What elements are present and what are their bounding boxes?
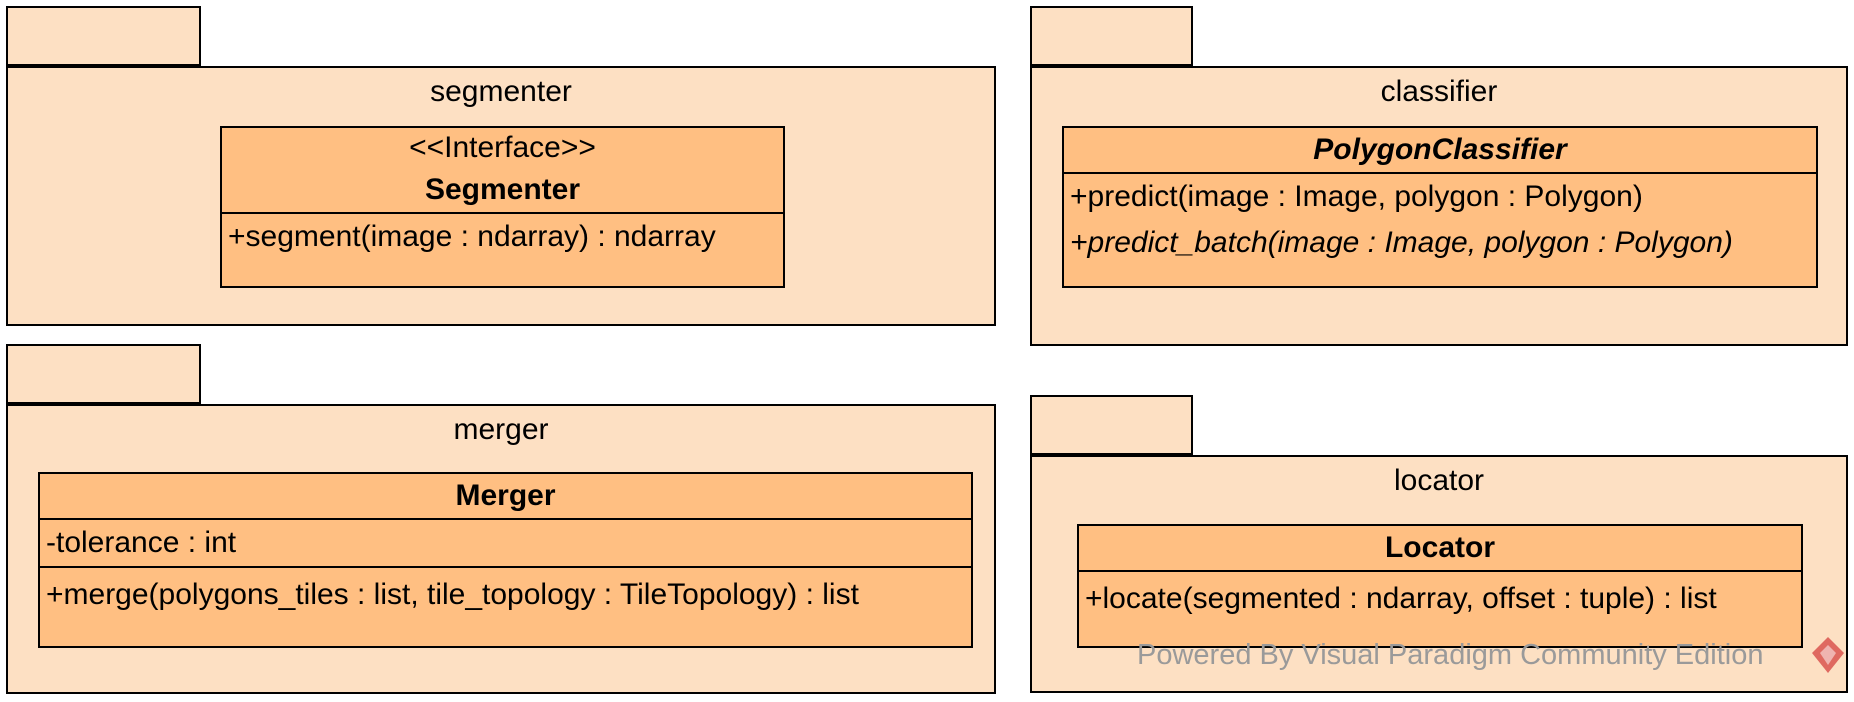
package-locator[interactable]: locator Locator +locate(segmented : ndar… [1030, 395, 1848, 693]
package-name: classifier [1380, 75, 1498, 108]
attribute-row: -tolerance : int [46, 526, 237, 559]
package-classifier[interactable]: classifier PolygonClassifier +predict(im… [1030, 6, 1848, 346]
attributes-compartment: -tolerance : int [40, 520, 971, 568]
class-segmenter[interactable]: <<Interface>> Segmenter +segment(image :… [220, 126, 785, 288]
operation-row: +segment(image : ndarray) : ndarray [228, 220, 716, 253]
operations-compartment: +locate(segmented : ndarray, offset : tu… [1079, 572, 1801, 626]
watermark-text: Powered By Visual Paradigm Community Edi… [1137, 639, 1764, 671]
class-stereotype: <<Interface>> [409, 131, 596, 164]
class-name: PolygonClassifier [1313, 133, 1567, 166]
package-tab [1030, 6, 1193, 66]
class-polygon-classifier[interactable]: PolygonClassifier +predict(image : Image… [1062, 126, 1818, 288]
class-name: Segmenter [424, 173, 581, 206]
class-header: <<Interface>> Segmenter [222, 128, 783, 214]
visual-paradigm-logo-icon [1812, 637, 1844, 673]
operation-row: +locate(segmented : ndarray, offset : tu… [1085, 582, 1717, 615]
package-merger[interactable]: merger Merger -tolerance : int +merge(po… [6, 344, 996, 694]
package-tab [6, 6, 201, 66]
class-name: Merger [455, 479, 556, 512]
package-name: locator [1393, 464, 1485, 497]
class-name: Locator [1384, 531, 1495, 564]
operations-compartment: +segment(image : ndarray) : ndarray [222, 214, 783, 260]
package-tab [6, 344, 201, 404]
operations-compartment: +merge(polygons_tiles : list, tile_topol… [40, 568, 971, 622]
package-name: segmenter [430, 75, 572, 108]
abstract-operation-row: +predict_batch(image : Image, polygon : … [1070, 226, 1733, 259]
class-header: Merger [40, 474, 971, 520]
class-header: PolygonClassifier [1064, 128, 1816, 174]
operation-row: +predict(image : Image, polygon : Polygo… [1070, 180, 1643, 213]
package-tab [1030, 395, 1193, 455]
class-locator[interactable]: Locator +locate(segmented : ndarray, off… [1077, 524, 1803, 648]
package-name: merger [453, 413, 549, 446]
operations-compartment: +predict(image : Image, polygon : Polygo… [1064, 174, 1816, 266]
class-merger[interactable]: Merger -tolerance : int +merge(polygons_… [38, 472, 973, 648]
class-header: Locator [1079, 526, 1801, 572]
operation-row: +merge(polygons_tiles : list, tile_topol… [46, 578, 859, 611]
package-segmenter[interactable]: segmenter <<Interface>> Segmenter +segme… [6, 6, 996, 326]
